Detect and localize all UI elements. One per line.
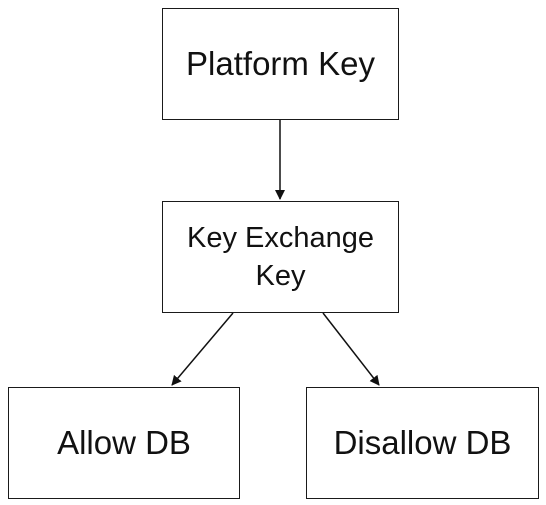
node-disallow-db: Disallow DB — [306, 387, 539, 499]
edge-kek-to-allow — [171, 312, 234, 386]
edge-kek-to-disallow — [322, 312, 380, 386]
node-label-disallow-db: Disallow DB — [333, 424, 512, 461]
node-label-platform-key: Platform Key — [186, 45, 375, 82]
node-allow-db: Allow DB — [8, 387, 240, 499]
node-platform-key: Platform Key — [162, 8, 399, 120]
node-label-allow-db: Allow DB — [57, 424, 191, 461]
node-label-key-exchange-key: Key Exchange Key — [186, 222, 374, 292]
node-key-exchange-key: Key Exchange Key — [162, 201, 399, 313]
